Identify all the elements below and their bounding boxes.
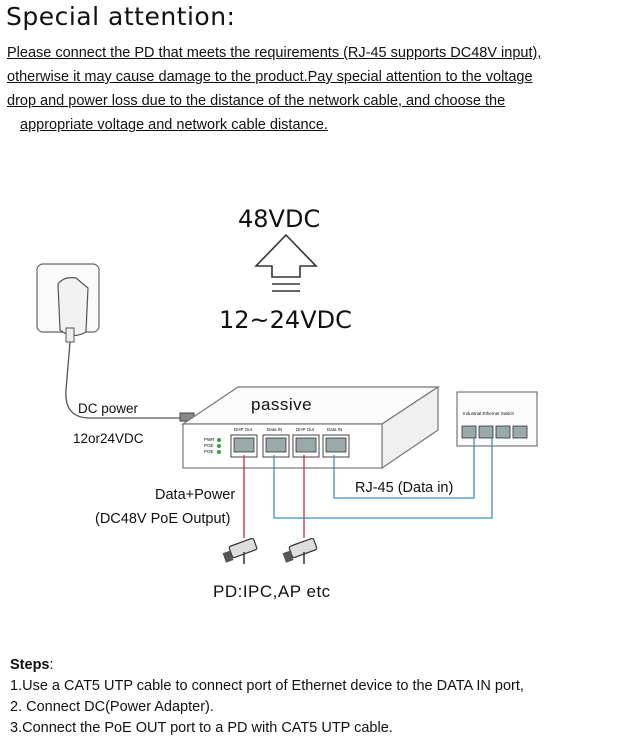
- camera-icon: [222, 537, 258, 564]
- note-line: otherwise it may cause damage to the pro…: [7, 69, 533, 85]
- poe-output-label: (DC48V PoE Output): [95, 511, 231, 527]
- port-label: DHP Out: [234, 427, 252, 432]
- port-label: DHP Out: [296, 427, 314, 432]
- dc-cable: [65, 341, 180, 419]
- led-label: PWR: [204, 437, 215, 442]
- dc-power-label: DC power: [78, 401, 139, 416]
- dc-voltage-label: 12or24VDC: [73, 431, 144, 446]
- switch-label: Industrial Ethernet Switch: [463, 411, 515, 416]
- step-item: 3.Connect the PoE OUT port to a PD with …: [10, 720, 393, 736]
- rj45-label: RJ-45 (Data in): [355, 480, 454, 496]
- step-item: 1.Use a CAT5 UTP cable to connect port o…: [10, 678, 524, 694]
- attention-note: Please connect the PD that meets the req…: [7, 41, 607, 137]
- diagram-graphic: [36, 233, 538, 564]
- data-power-label: Data+Power: [155, 487, 236, 503]
- note-line: Please connect the PD that meets the req…: [7, 45, 542, 61]
- connection-diagram: 48VDC 12~24VDC DC power 12or24VDC passiv…: [0, 180, 638, 620]
- data-cable: [273, 438, 493, 519]
- steps-section: Steps: 1.Use a CAT5 UTP cable to connect…: [10, 655, 524, 739]
- camera-icon: [282, 537, 318, 564]
- led-label: POE: [204, 443, 214, 448]
- ethernet-switch-icon: [456, 391, 538, 447]
- up-arrow-icon: [254, 233, 318, 278]
- steps-heading: Steps: [10, 657, 50, 673]
- page-title: Special attention:: [6, 2, 236, 31]
- port-label: Data IN: [327, 427, 343, 432]
- pd-label: PD:IPC,AP etc: [213, 582, 331, 601]
- led-label: POE: [204, 449, 214, 454]
- note-line: drop and power loss due to the distance …: [7, 93, 506, 109]
- steps-colon: :: [49, 657, 54, 673]
- data-cable: [333, 438, 475, 499]
- note-line: appropriate voltage and network cable di…: [20, 117, 328, 133]
- power-adapter-icon: [36, 263, 100, 343]
- output-voltage-label: 48VDC: [238, 205, 321, 233]
- step-item: 2. Connect DC(Power Adapter).: [10, 699, 214, 715]
- device-label: passive: [251, 395, 313, 414]
- poe-device-icon: [181, 385, 440, 470]
- input-voltage-label: 12~24VDC: [219, 306, 352, 334]
- port-label: Data IN: [267, 427, 283, 432]
